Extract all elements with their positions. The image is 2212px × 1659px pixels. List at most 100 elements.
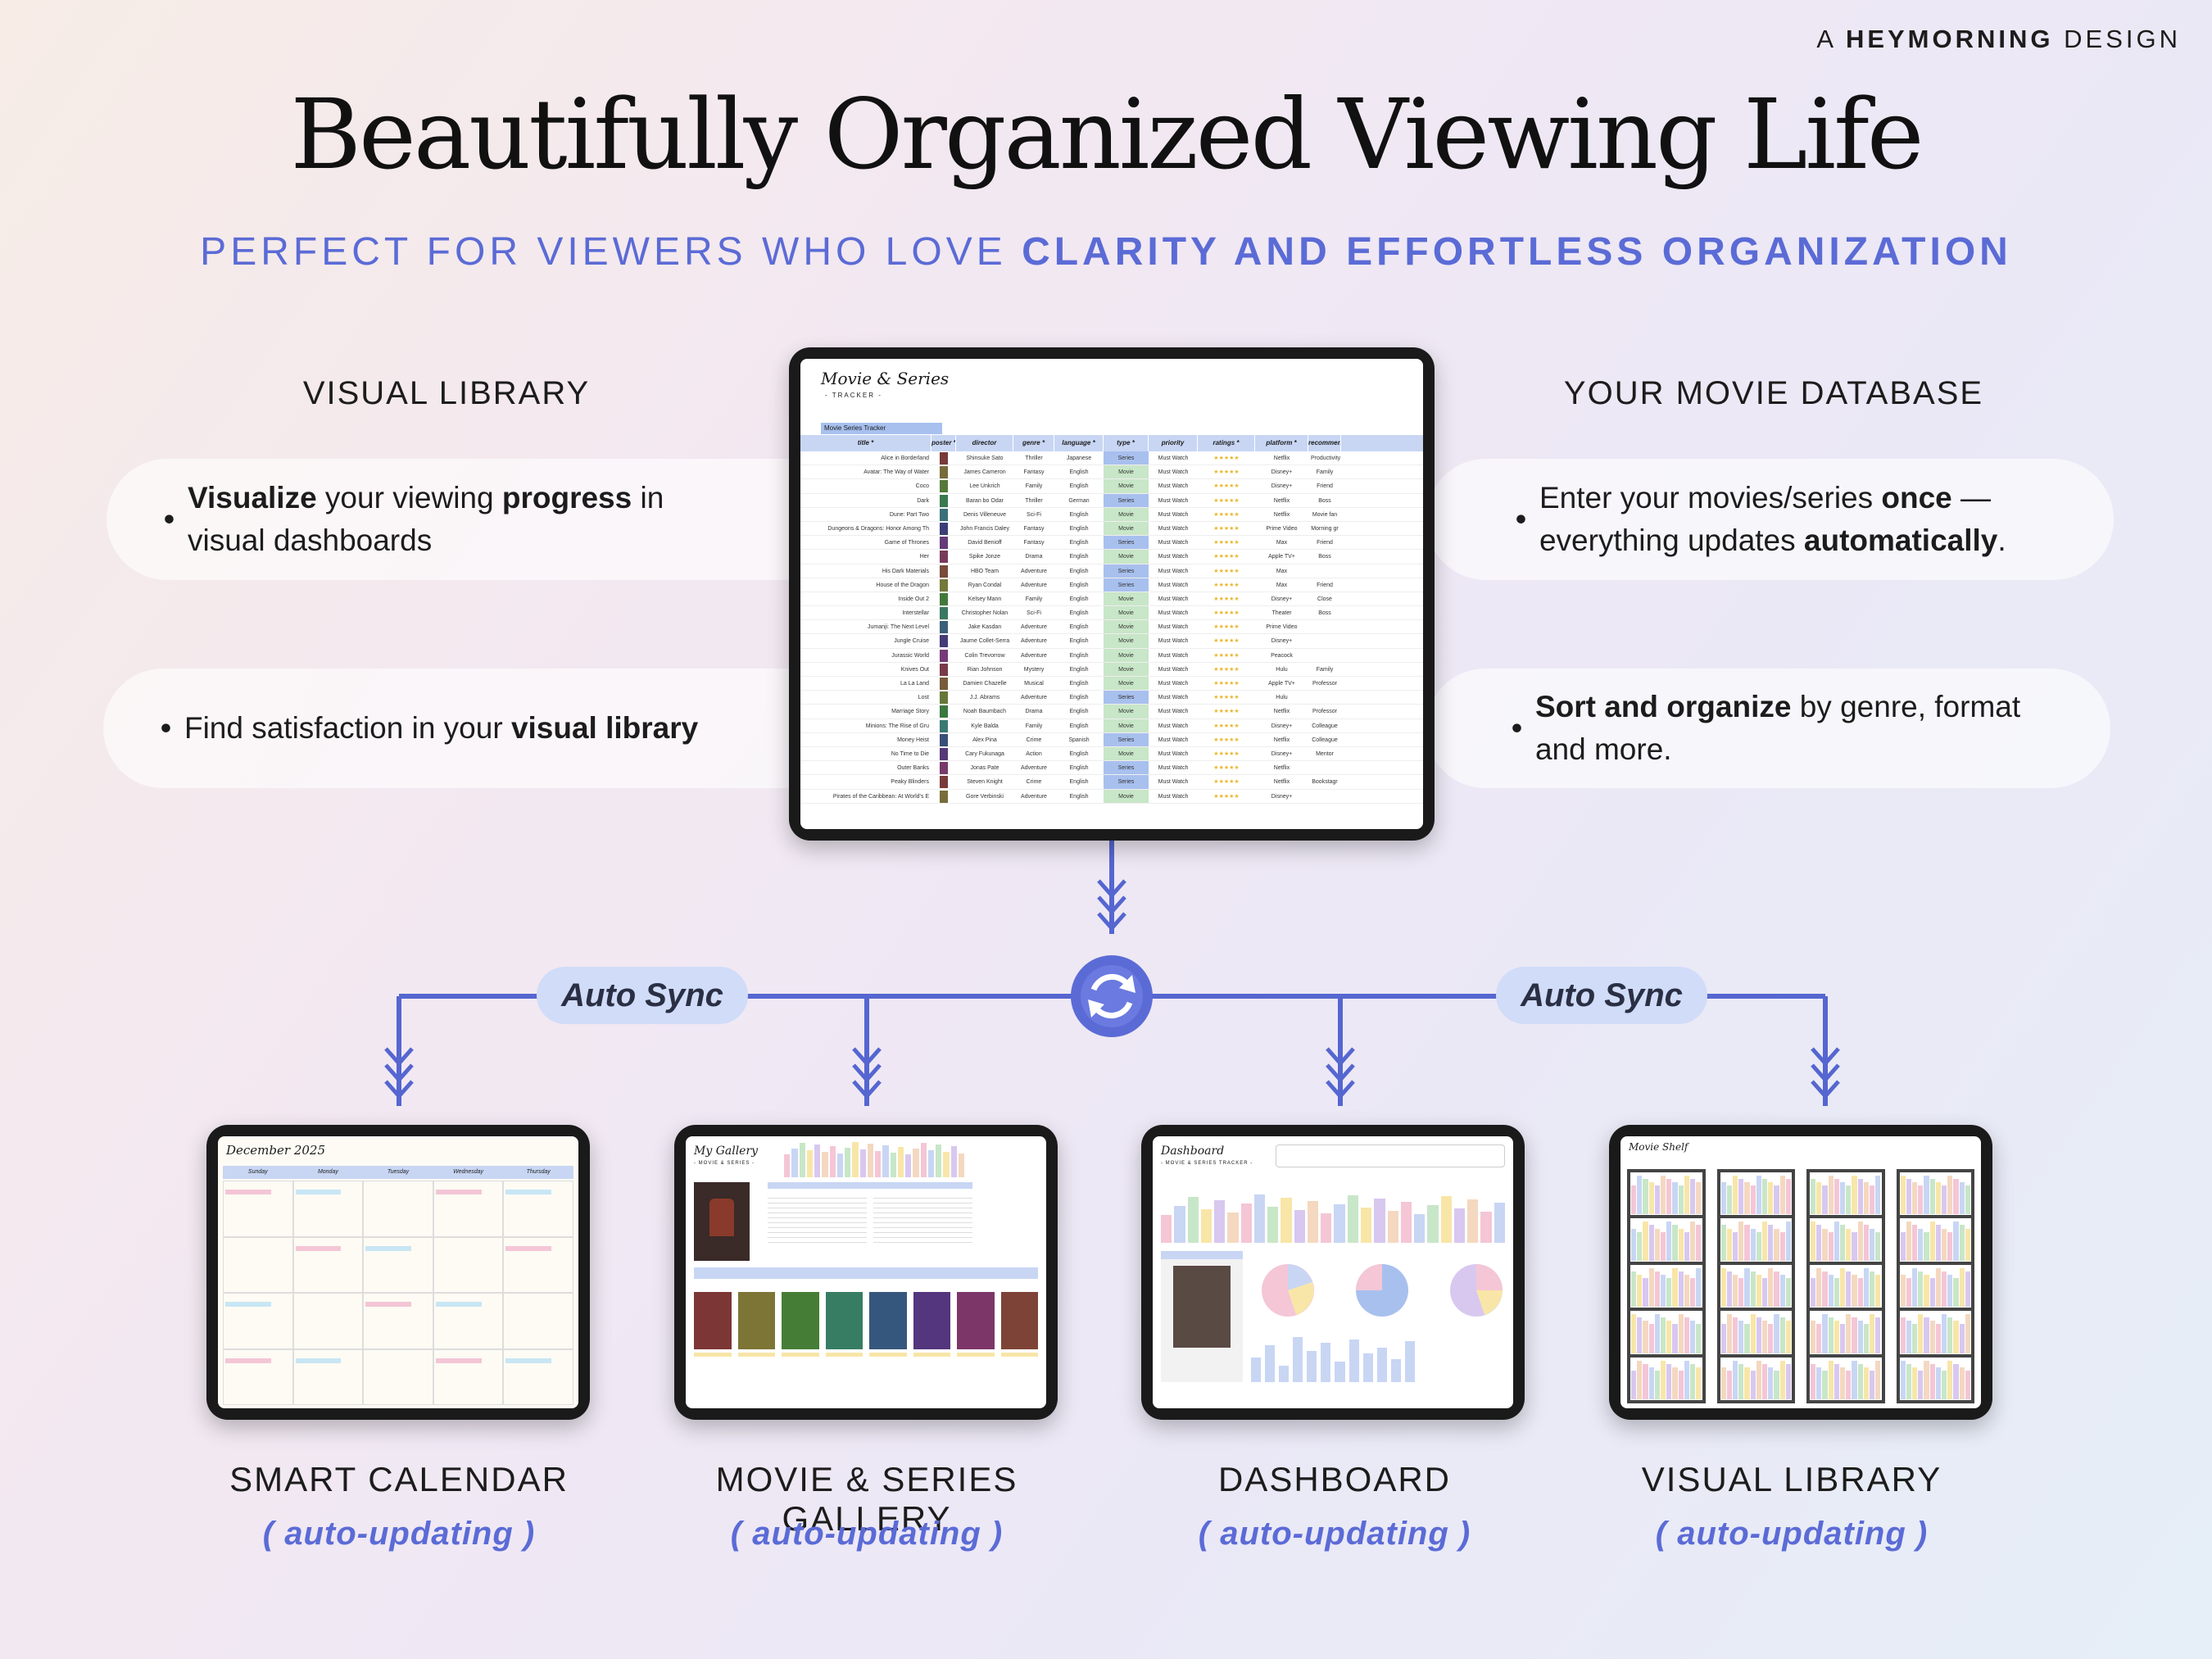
poster-thumb bbox=[931, 536, 956, 550]
book-spine bbox=[958, 1154, 964, 1177]
shelf-book bbox=[1929, 1222, 1935, 1261]
table-cell: English bbox=[1069, 666, 1089, 673]
calendar-day-cell bbox=[292, 1181, 364, 1237]
table-cell: Movie bbox=[1104, 705, 1149, 718]
page-subtitle: PERFECT FOR VIEWERS WHO LOVE CLARITY AND… bbox=[200, 230, 2012, 274]
calendar-day-cell bbox=[363, 1293, 433, 1349]
gallery-poster-card bbox=[869, 1292, 907, 1382]
table-cell: Apple TV+ bbox=[1268, 681, 1295, 687]
shelf-book bbox=[1672, 1367, 1678, 1400]
table-cell: Kelsey Mann bbox=[968, 596, 1002, 602]
shelf-book bbox=[1666, 1363, 1672, 1400]
table-cell: Disney+ bbox=[1271, 793, 1293, 800]
poster-thumb bbox=[931, 564, 956, 578]
shelf-book bbox=[1959, 1182, 1965, 1215]
table-cell: Prime Video bbox=[1266, 624, 1298, 631]
table-cell: Mentor bbox=[1316, 750, 1334, 757]
shelf-book bbox=[1648, 1182, 1654, 1215]
table-cell: Jungle Cruise bbox=[894, 638, 929, 645]
table-cell: Movie bbox=[1104, 521, 1149, 536]
table-cell: Peacock bbox=[1271, 652, 1293, 659]
table-cell: Boss bbox=[1318, 554, 1331, 560]
rating-stars: ★★★★★ bbox=[1213, 469, 1240, 476]
table-cell: Movie bbox=[1104, 465, 1149, 479]
table-cell: Netflix bbox=[1273, 737, 1290, 743]
auto-sync-label-left: Auto Sync bbox=[537, 967, 748, 1024]
brand-label: A HEYMORNING DESIGN bbox=[1816, 25, 2181, 53]
table-cell: Movie bbox=[1104, 648, 1149, 662]
calendar-event bbox=[225, 1302, 271, 1307]
shelf-book bbox=[1643, 1363, 1648, 1400]
shelf-book bbox=[1785, 1179, 1791, 1215]
table-cell: Jaume Collet-Serra bbox=[959, 638, 1010, 645]
table-cell: Knives Out bbox=[900, 666, 929, 673]
shelf-book bbox=[1811, 1321, 1816, 1353]
shelf-book bbox=[1678, 1314, 1684, 1353]
shelf-book bbox=[1661, 1360, 1666, 1400]
shelf-row bbox=[1720, 1172, 1792, 1216]
right-bullet-1: • Enter your movies/series once — everyt… bbox=[1426, 459, 2114, 580]
shelf-book bbox=[1732, 1317, 1738, 1353]
main-tablet: Movie & Series - TRACKER - Movie Series … bbox=[789, 347, 1435, 841]
table-cell: Disney+ bbox=[1271, 596, 1293, 602]
shelf-book bbox=[1965, 1314, 1970, 1353]
sheet-column-header: genre * bbox=[1013, 435, 1054, 451]
rating-stars: ★★★★★ bbox=[1213, 624, 1240, 631]
poster-image bbox=[940, 578, 948, 592]
table-cell: Jonas Pate bbox=[970, 765, 999, 772]
table-cell: English bbox=[1069, 695, 1089, 701]
shelf-book bbox=[1816, 1324, 1822, 1353]
shelf-book bbox=[1846, 1370, 1852, 1400]
table-cell: Cary Fukunaga bbox=[965, 750, 1004, 757]
poster-image bbox=[940, 537, 948, 550]
poster-thumb bbox=[931, 790, 956, 803]
calendar-day-cell bbox=[292, 1349, 364, 1405]
poster-thumb bbox=[931, 508, 956, 521]
shelf-book bbox=[1678, 1271, 1684, 1308]
shelf-book bbox=[1761, 1363, 1768, 1400]
dashboard-bar-chart bbox=[1251, 1333, 1415, 1382]
table-cell: John Francis Daley bbox=[960, 525, 1009, 532]
table-cell: Dark bbox=[917, 497, 929, 504]
table-cell: Must Watch bbox=[1158, 483, 1189, 490]
shelf-book bbox=[1822, 1370, 1828, 1400]
card-title-dashboard: DASHBOARD bbox=[1217, 1460, 1452, 1498]
rating-stars: ★★★★★ bbox=[1213, 568, 1240, 574]
shelf-book bbox=[1852, 1274, 1857, 1308]
shelf-book bbox=[1750, 1185, 1756, 1215]
table-cell: Drama bbox=[1025, 709, 1043, 715]
calendar-weekday: Sunday bbox=[247, 1169, 268, 1175]
table-cell: Adventure bbox=[1021, 568, 1047, 574]
shelf-book bbox=[1744, 1225, 1750, 1261]
table-cell: Must Watch bbox=[1158, 554, 1189, 560]
sheet-tab[interactable]: Movie Series Tracker bbox=[821, 423, 942, 434]
dashboard-spine bbox=[1400, 1202, 1412, 1243]
gallery-rating bbox=[869, 1353, 907, 1357]
rating-stars: ★★★★★ bbox=[1213, 483, 1240, 490]
shelf-book bbox=[1690, 1179, 1696, 1215]
shelf-book bbox=[1918, 1370, 1924, 1400]
table-cell: Movie bbox=[1104, 746, 1149, 761]
poster-image bbox=[940, 747, 948, 760]
shelf-unit bbox=[1716, 1169, 1795, 1403]
shelf-book bbox=[1661, 1176, 1666, 1215]
table-cell: Adventure bbox=[1021, 695, 1047, 701]
shelf-book bbox=[1779, 1274, 1785, 1308]
shelf-book bbox=[1774, 1185, 1779, 1215]
shelf-book bbox=[1732, 1274, 1738, 1308]
rating-stars: ★★★★★ bbox=[1213, 596, 1240, 602]
table-cell: Must Watch bbox=[1158, 568, 1189, 574]
rating-stars: ★★★★★ bbox=[1213, 652, 1240, 659]
calendar-event bbox=[225, 1190, 271, 1194]
shelf-book bbox=[1953, 1222, 1959, 1261]
table-cell bbox=[1308, 761, 1341, 774]
table-cell: Peaky Blinders bbox=[891, 779, 929, 786]
shelf-book bbox=[1941, 1228, 1947, 1261]
table-cell: Friend bbox=[1317, 582, 1333, 588]
table-cell: Netflix bbox=[1273, 709, 1290, 715]
table-cell: Thriller bbox=[1025, 456, 1043, 461]
shelf-book bbox=[1929, 1321, 1935, 1353]
